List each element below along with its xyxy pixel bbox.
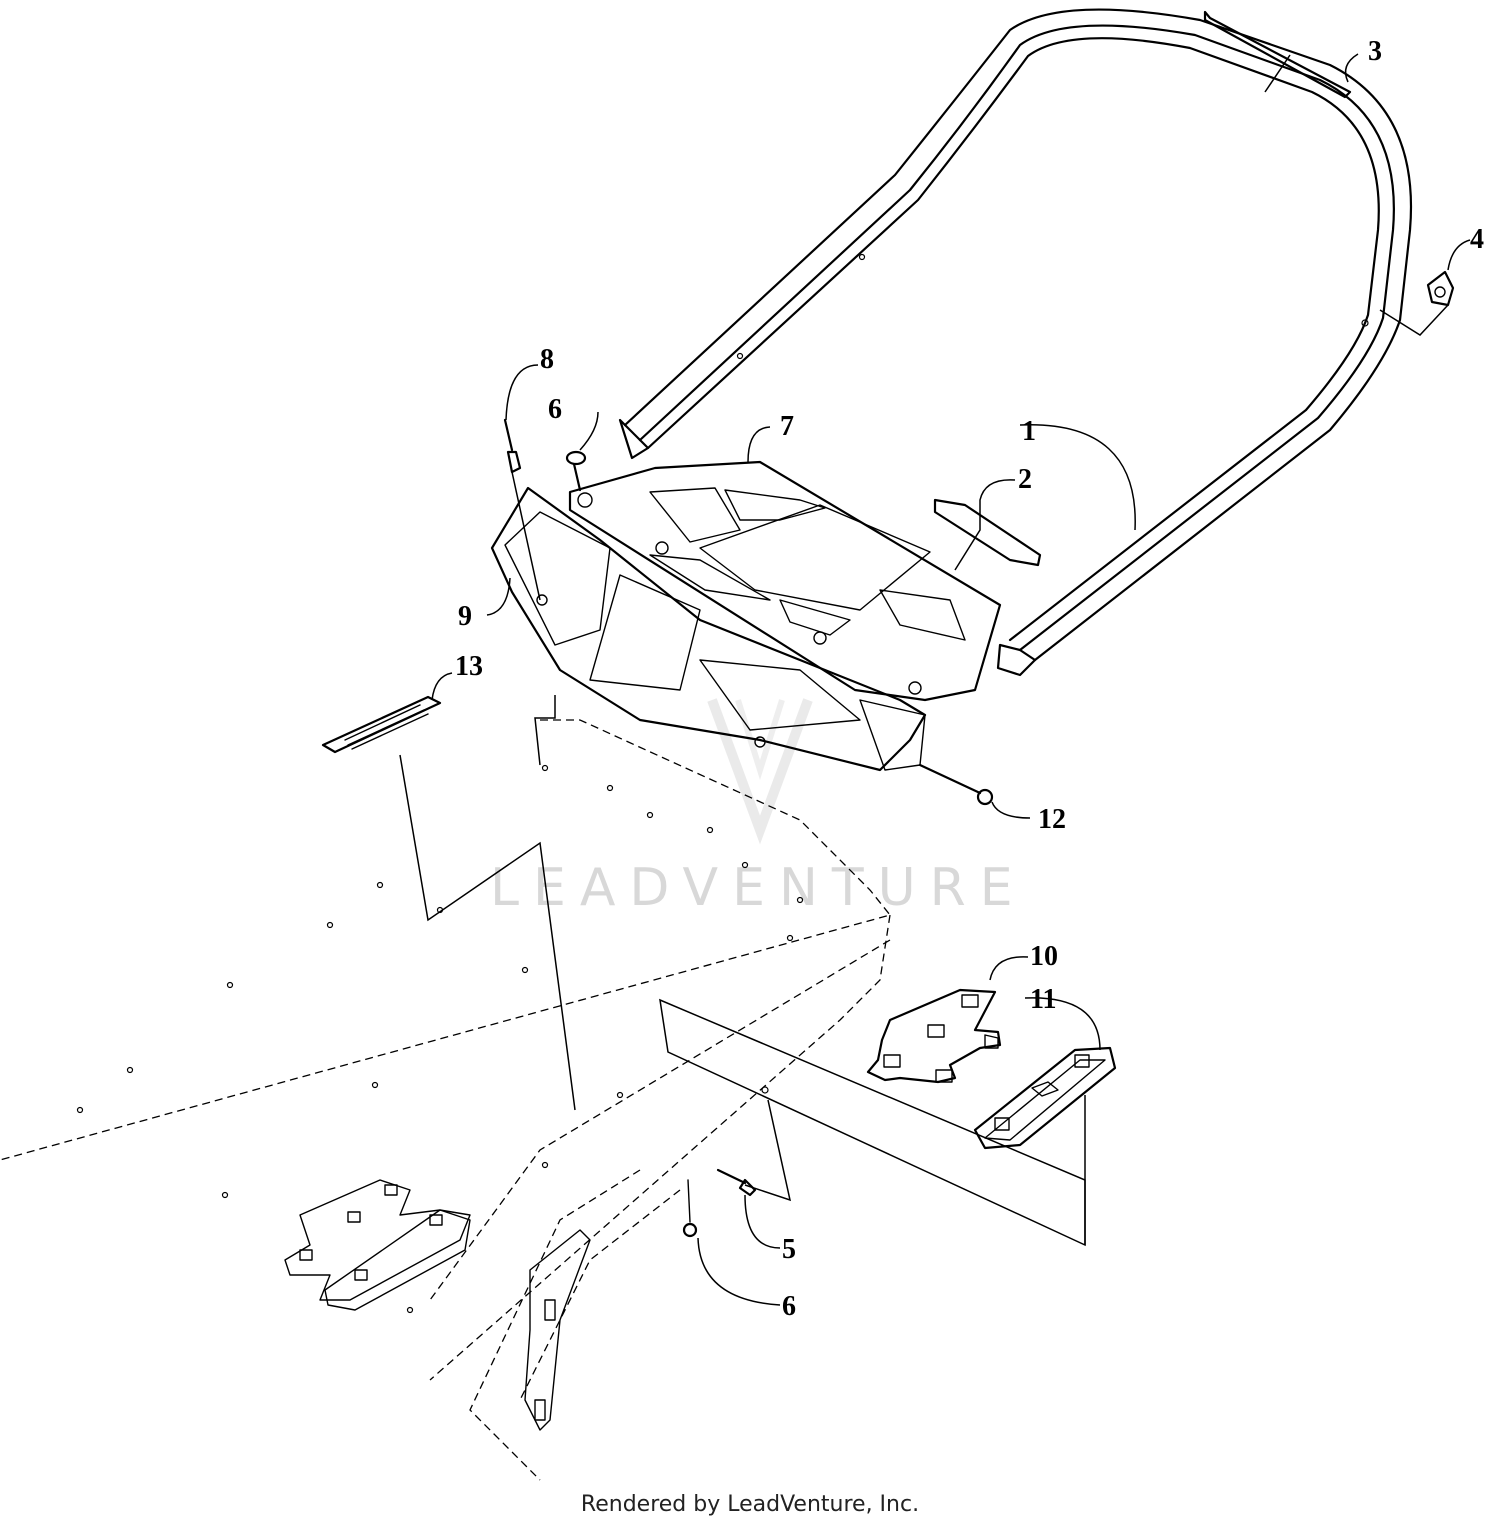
screw-bottom — [682, 1179, 698, 1238]
callout-3: 3 — [1368, 36, 1382, 67]
footer-credit: Rendered by LeadVenture, Inc. — [580, 1492, 920, 1517]
storage-tray — [490, 486, 927, 772]
rack-decal — [933, 498, 1042, 567]
side-panel-ghost — [524, 1229, 591, 1431]
callout-10: 10 — [1030, 941, 1058, 972]
footrest-ghost-left — [284, 1179, 471, 1311]
footrest-pad — [973, 1046, 1117, 1150]
grab-bar — [618, 8, 1412, 677]
footrest-plate — [866, 988, 1002, 1084]
rivet-bottom — [716, 1168, 757, 1197]
callout-11: 11 — [1030, 984, 1056, 1015]
watermark-text: LEADVENTURE — [490, 858, 1027, 918]
leader-lines — [399, 53, 1471, 1306]
body-panel-outline — [0, 719, 892, 1481]
callout-12: 12 — [1038, 804, 1066, 835]
callout-7: 7 — [780, 411, 794, 442]
callout-5: 5 — [782, 1234, 796, 1265]
warning-label — [321, 695, 442, 754]
callout-13: 13 — [455, 651, 483, 682]
callout-4: 4 — [1470, 224, 1484, 255]
callout-9: 9 — [458, 601, 472, 632]
callout-6-bottom: 6 — [782, 1291, 796, 1322]
callout-6-top: 6 — [548, 394, 562, 425]
strip-decal-top — [1203, 10, 1352, 99]
bolt-side — [918, 763, 994, 806]
callout-2: 2 — [1018, 464, 1032, 495]
callout-8: 8 — [540, 344, 554, 375]
callout-1: 1 — [1022, 416, 1036, 447]
watermark-logo — [707, 698, 813, 845]
rivet-top — [503, 418, 522, 474]
screw-top — [565, 450, 587, 492]
clip-fastener — [1426, 270, 1455, 307]
rack-plate — [568, 460, 1002, 702]
